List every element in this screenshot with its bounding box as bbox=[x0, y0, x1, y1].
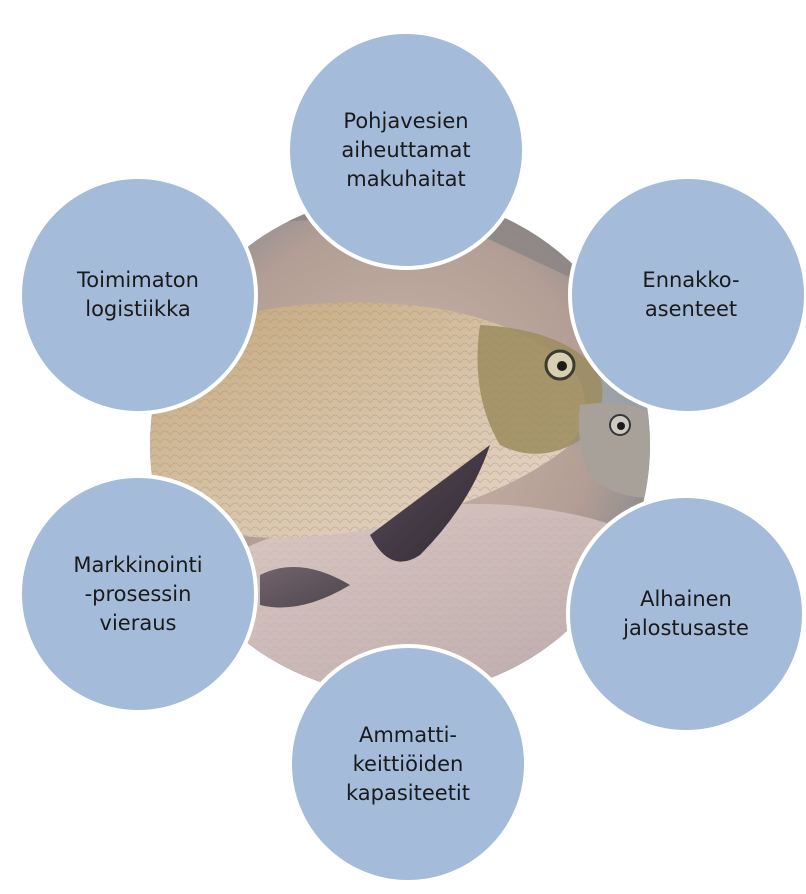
node-pohjavesien: Pohjavesien aiheuttamat makuhaitat bbox=[286, 30, 526, 270]
node-label: Alhainen jalostusaste bbox=[623, 585, 749, 643]
node-toimimaton-logistiikka: Toimimaton logistiikka bbox=[18, 175, 258, 415]
node-alhainen-jalostusaste: Alhainen jalostusaste bbox=[566, 494, 806, 734]
node-label: Ammatti- keittiöiden kapasiteetit bbox=[346, 721, 470, 808]
node-markkinointiprosessin: Markkinointi -prosessin vieraus bbox=[18, 474, 258, 714]
node-label: Pohjavesien aiheuttamat makuhaitat bbox=[341, 107, 470, 194]
node-label: Toimimaton logistiikka bbox=[77, 266, 199, 324]
node-ammattikeittioiden: Ammatti- keittiöiden kapasiteetit bbox=[288, 644, 528, 884]
node-label: Ennakko- asenteet bbox=[636, 266, 739, 324]
node-ennakkoasenteet: Ennakko- asenteet bbox=[568, 175, 806, 415]
node-label: Markkinointi -prosessin vieraus bbox=[73, 551, 202, 638]
